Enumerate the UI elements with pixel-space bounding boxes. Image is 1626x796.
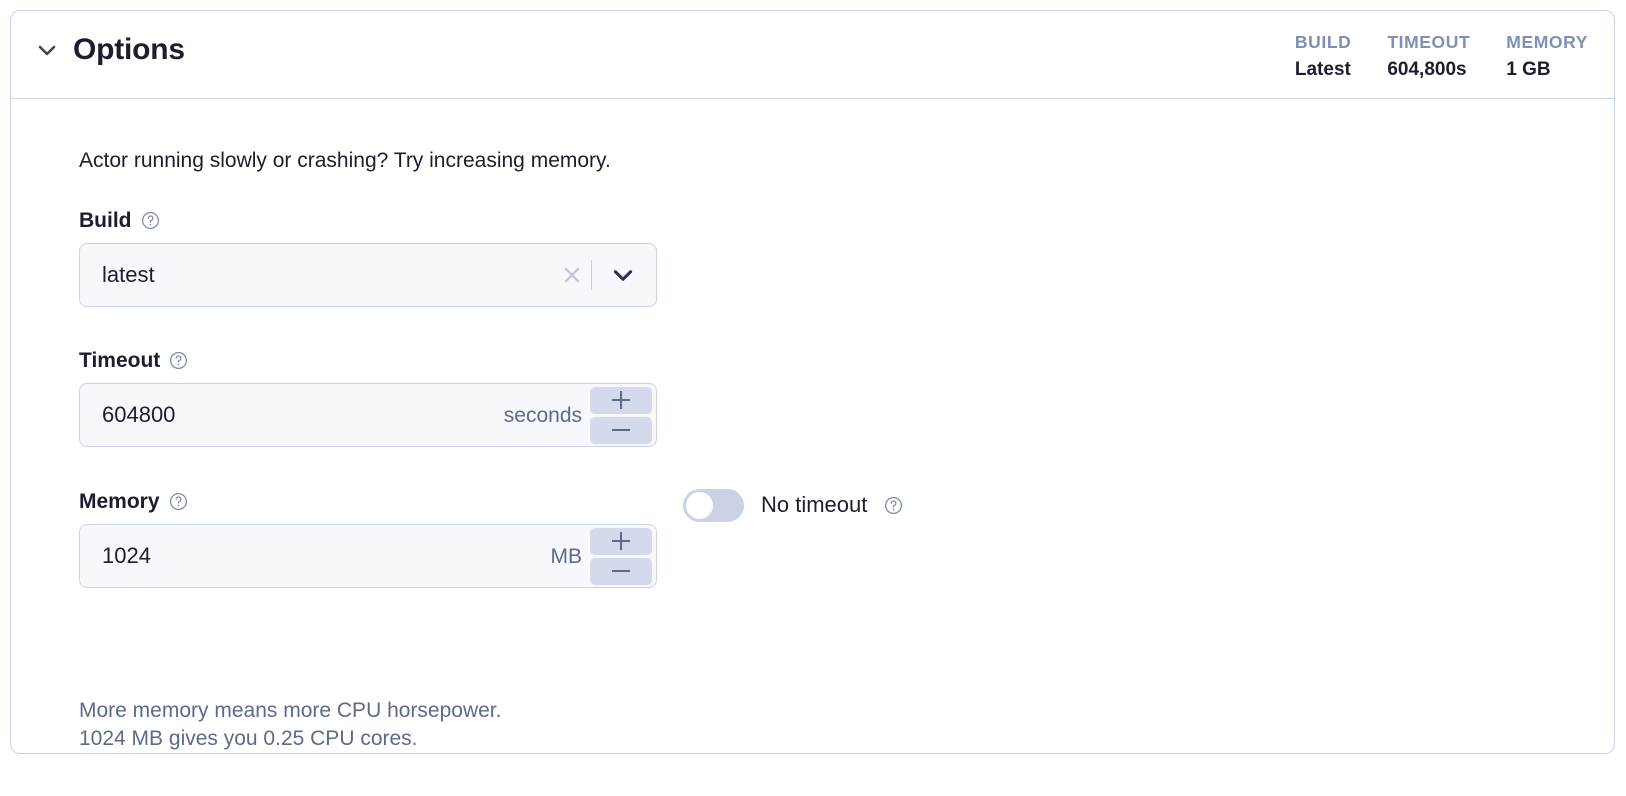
memory-helper-text: More memory means more CPU horsepower. 1… <box>79 697 501 752</box>
panel-header: Options BUILD Latest TIMEOUT 604,800s ME… <box>11 11 1614 99</box>
options-panel: Options BUILD Latest TIMEOUT 604,800s ME… <box>10 10 1615 754</box>
minus-icon <box>612 569 630 573</box>
memory-input-value: 1024 <box>102 545 151 567</box>
memory-helper-line-1: More memory means more CPU horsepower. <box>79 699 502 722</box>
stat-timeout-label: TIMEOUT <box>1387 32 1471 52</box>
build-select[interactable]: latest <box>79 243 657 307</box>
intro-text: Actor running slowly or crashing? Try in… <box>79 149 611 172</box>
header-summary-stats: BUILD Latest TIMEOUT 604,800s MEMORY 1 G… <box>1295 31 1588 82</box>
stat-memory-label: MEMORY <box>1506 32 1588 52</box>
page-title: Options <box>73 33 185 66</box>
select-divider <box>591 260 592 290</box>
timeout-input[interactable]: 604800 seconds <box>79 383 657 447</box>
question-circle-icon[interactable] <box>884 496 903 515</box>
question-circle-icon[interactable] <box>169 492 188 511</box>
stat-timeout-value: 604,800s <box>1387 58 1467 80</box>
memory-label: Memory <box>79 489 160 513</box>
memory-field-group: Memory 1024 MB <box>79 488 657 588</box>
memory-stepper <box>590 527 656 585</box>
chevron-down-icon[interactable] <box>35 38 59 62</box>
toggle-knob <box>686 491 713 519</box>
minus-icon <box>612 428 630 432</box>
chevron-down-icon[interactable] <box>606 258 640 292</box>
timeout-field-group: Timeout 604800 seconds <box>79 347 657 447</box>
stat-build-value: Latest <box>1294 58 1351 80</box>
close-icon[interactable] <box>557 260 587 290</box>
memory-unit-label: MB <box>550 544 583 568</box>
timeout-input-value: 604800 <box>102 404 176 426</box>
stat-timeout: TIMEOUT 604,800s <box>1387 31 1470 82</box>
timeout-increment-button[interactable] <box>590 386 652 414</box>
no-timeout-toggle[interactable] <box>683 488 744 522</box>
build-field-group: Build latest <box>79 207 657 307</box>
build-label: Build <box>79 208 132 232</box>
timeout-label-row: Timeout <box>79 347 657 373</box>
memory-increment-button[interactable] <box>590 527 652 555</box>
timeout-unit-label: seconds <box>503 403 582 427</box>
memory-helper-line-2: 1024 MB gives you 0.25 CPU cores. <box>79 726 418 750</box>
build-label-row: Build <box>79 207 657 233</box>
timeout-label: Timeout <box>79 348 161 372</box>
question-circle-icon[interactable] <box>141 211 160 230</box>
memory-input[interactable]: 1024 MB <box>79 524 657 588</box>
no-timeout-row: No timeout <box>683 485 903 525</box>
timeout-stepper <box>590 386 656 444</box>
question-circle-icon[interactable] <box>169 351 188 370</box>
stat-memory-value: 1 GB <box>1506 58 1551 80</box>
panel-header-left: Options <box>35 35 185 65</box>
no-timeout-label: No timeout <box>761 492 868 517</box>
memory-decrement-button[interactable] <box>590 557 652 585</box>
timeout-decrement-button[interactable] <box>590 416 652 444</box>
memory-label-row: Memory <box>79 488 657 514</box>
stat-memory: MEMORY 1 GB <box>1506 31 1588 82</box>
stat-build-label: BUILD <box>1294 32 1352 52</box>
stat-build: BUILD Latest <box>1295 31 1351 82</box>
build-select-value: latest <box>102 264 155 286</box>
